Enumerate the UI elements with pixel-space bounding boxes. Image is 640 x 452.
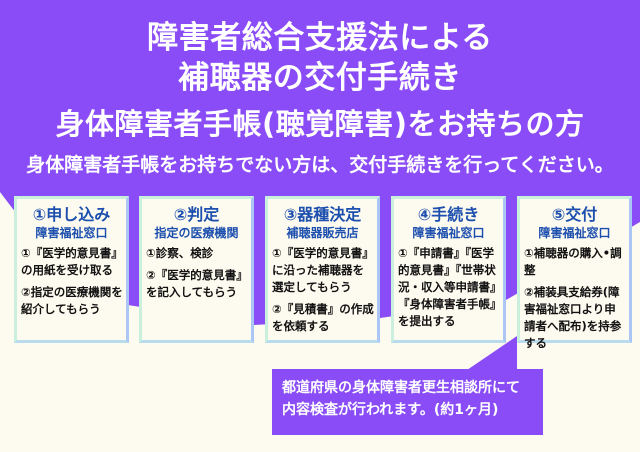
step-place: 補聴器販売店 [286,226,359,240]
step-item: ②指定の医療機関を紹介してもらう [21,285,123,316]
arrow-to-note [467,336,517,370]
step-place: 障害福祉窓口 [412,226,485,240]
step-card-2: ②判定 指定の医療機関 ①診察、検診 ②『医学的意見書』を記入してもらう [139,196,254,343]
title-line-3: 身体障害者手帳(聴覚障害)をお持ちの方 [55,107,585,141]
step-item: ①診察、検診 [146,246,214,260]
step-place: 指定の医療機関 [154,226,239,240]
step-card-4: ④手続き 障害福祉窓口 ①『申請書』『医学的意見書』『世帯状況・収入等申請書』『… [391,196,506,343]
note-line-2: 内容検査が行われます。(約1ヶ月) [282,402,499,418]
step-item: ②『見積書』の作成を依頼する [272,302,374,333]
step-item: ①『申請書』『医学的意見書』『世帯状況・収入等申請書』『身体障害者手帳』を提出す… [398,246,496,328]
step-item: ①補聴器の購入•調整 [524,246,622,277]
step-heading: ③器種決定 [283,205,362,224]
title-line-2: 補聴器の交付手続き [178,60,462,96]
step-item: ②『医学的意見書』を記入してもらう [146,268,248,299]
step-card-3: ③器種決定 補聴器販売店 ①『医学的意見書』に沿った補聴器を選定してもらう ②『… [265,196,380,343]
step-item: ①『医学的意見書』の用紙を受け取る [21,246,123,277]
step-card-1: ①申し込み 障害福祉窓口 ①『医学的意見書』の用紙を受け取る ②指定の医療機関を… [14,196,129,343]
step-place: 障害福祉窓口 [538,226,611,240]
inspection-note: 都道府県の身体障害者更生相談所にて 内容検査が行われます。(約1ヶ月) [272,369,543,435]
step-heading: ④手続き [417,205,480,224]
step-place: 障害福祉窓口 [35,226,108,240]
step-heading: ⑤交付 [551,205,598,224]
step-heading: ①申し込み [32,205,111,224]
subtitle: 身体障害者手帳をお持ちでない方は、交付手続きを行ってください。 [26,154,614,176]
step-heading: ②判定 [173,205,220,224]
step-item: ①『医学的意見書』に沿った補聴器を選定してもらう [272,246,374,294]
title-line-1: 障害者総合支援法による [147,20,493,56]
step-item: ②補装具支給券(障害福祉窓口より申請者へ配布)を持参する [524,285,622,350]
step-card-5: ⑤交付 障害福祉窓口 ①補聴器の購入•調整 ②補装具支給券(障害福祉窓口より申請… [517,196,632,350]
note-line-1: 都道府県の身体障害者更生相談所にて [282,380,520,396]
